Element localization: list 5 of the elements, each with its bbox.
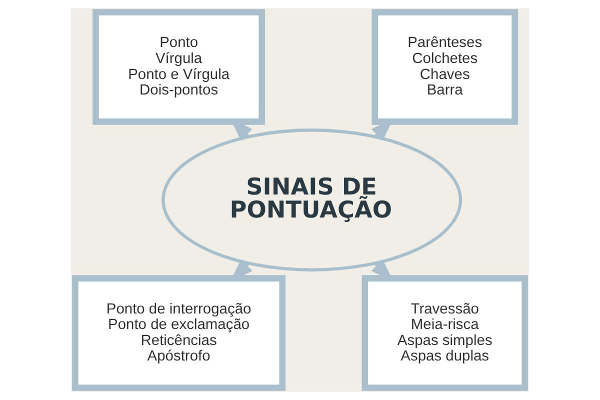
node-box: Parênteses Colchetes Chaves Barra xyxy=(372,9,518,125)
node-box: Ponto de interrogação Ponto de exclamação Reticências Apóstrofo xyxy=(72,275,286,391)
node-box: Travessão Meia-risca Aspas simples Aspas duplas xyxy=(362,275,528,391)
node-ellipse: SINAIS DE PONTUAÇÃO xyxy=(162,128,462,272)
node-box: Ponto Vírgula Ponto e Vírgula Dois-pontos xyxy=(92,9,266,125)
